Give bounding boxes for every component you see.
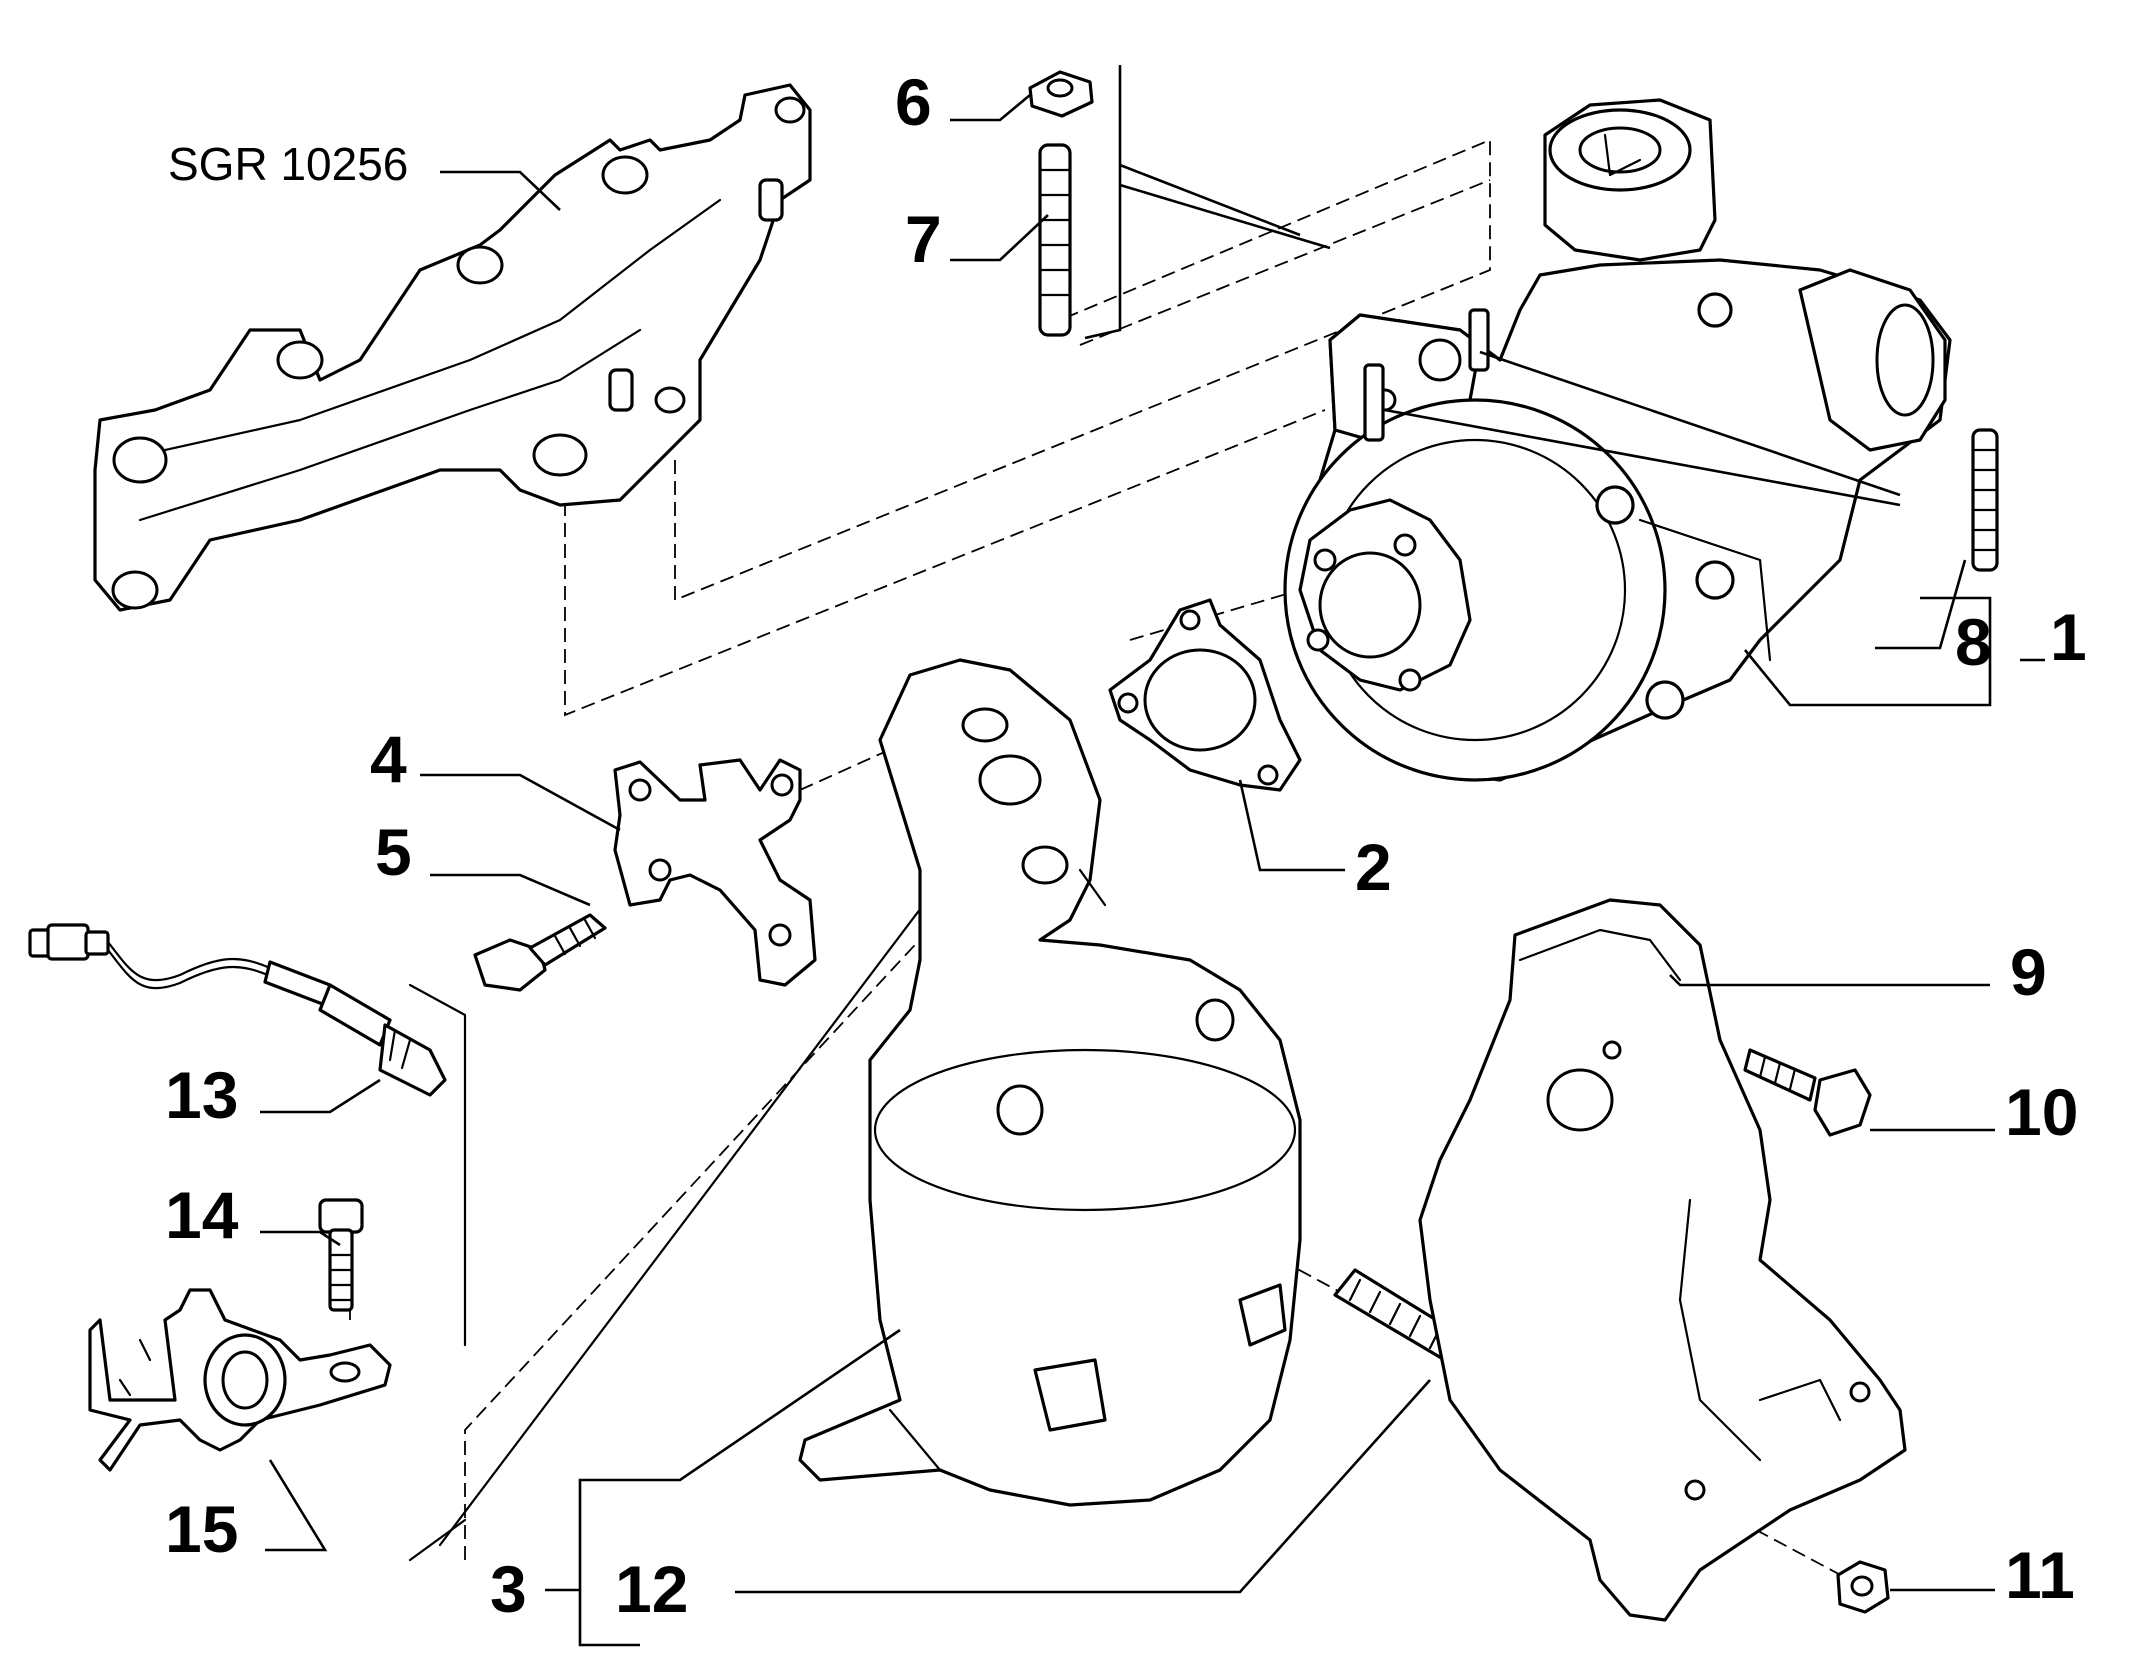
callout-12: 12 xyxy=(615,1552,688,1626)
callout-15: 15 xyxy=(165,1492,238,1566)
callout-11: 11 xyxy=(2005,1538,2075,1612)
callout-2: 2 xyxy=(1355,830,1392,904)
callout-6: 6 xyxy=(895,65,932,139)
nut-6 xyxy=(1028,70,1094,118)
nut-11 xyxy=(1836,1560,1890,1614)
callout-5: 5 xyxy=(375,815,412,889)
callout-9: 9 xyxy=(2010,935,2047,1009)
callout-1: 1 xyxy=(2050,600,2087,674)
callout-labels: SGR 10256 1 2 3 4 5 6 7 8 9 10 11 12 13 … xyxy=(165,65,2087,1626)
gasket-2 xyxy=(1108,598,1302,792)
callout-7: 7 xyxy=(905,202,942,276)
bolt-14 xyxy=(318,1198,364,1312)
catalytic-converter xyxy=(798,658,1302,1507)
bolt-10 xyxy=(1743,1048,1872,1137)
turbocharger xyxy=(1283,98,1952,782)
callout-10: 10 xyxy=(2005,1075,2078,1149)
callout-13: 13 xyxy=(165,1058,238,1132)
callout-14: 14 xyxy=(165,1178,239,1252)
bracket-4 xyxy=(613,758,817,987)
callout-4: 4 xyxy=(370,722,407,796)
bracket-15 xyxy=(88,1288,392,1472)
heat-shield xyxy=(1418,898,1907,1622)
callout-3: 3 xyxy=(490,1552,527,1626)
stud-8 xyxy=(1971,428,1999,572)
stud-7 xyxy=(1038,143,1072,337)
bolt-5 xyxy=(473,913,607,992)
lambda-sensor xyxy=(28,923,447,1097)
leader-lines xyxy=(260,65,2045,1647)
exhaust-manifold xyxy=(93,83,812,612)
reference-code-label: SGR 10256 xyxy=(168,138,408,190)
callout-8: 8 xyxy=(1955,605,1992,679)
